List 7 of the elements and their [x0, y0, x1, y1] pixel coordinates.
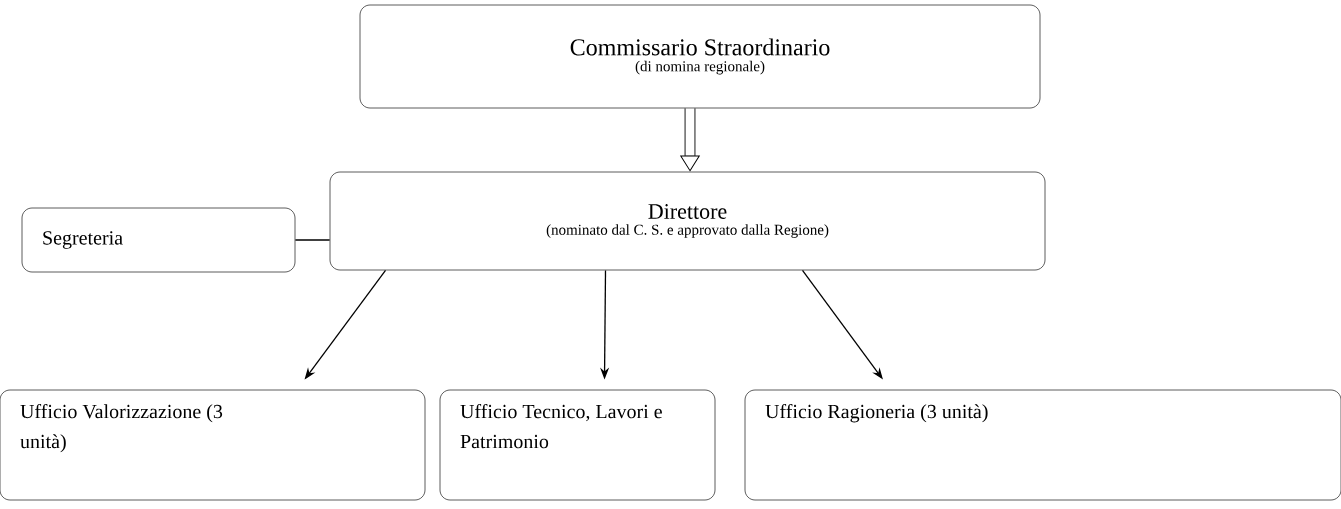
director-box: Direttore (nominato dal C. S. e approvato dalla Regione): [329, 171, 1046, 271]
office-box: Ufficio Tecnico, Lavori e Patrimonio: [439, 389, 716, 501]
arrow: [680, 108, 700, 172]
office-box: Ufficio Valorizzazione (3 unità): [0, 389, 426, 501]
office-box: Ufficio Ragioneria (3 unità): [744, 389, 1341, 501]
commissioner-box: Commissario Straordinario (di nomina regionale): [359, 4, 1041, 109]
office-box: Segreteria: [21, 207, 296, 273]
